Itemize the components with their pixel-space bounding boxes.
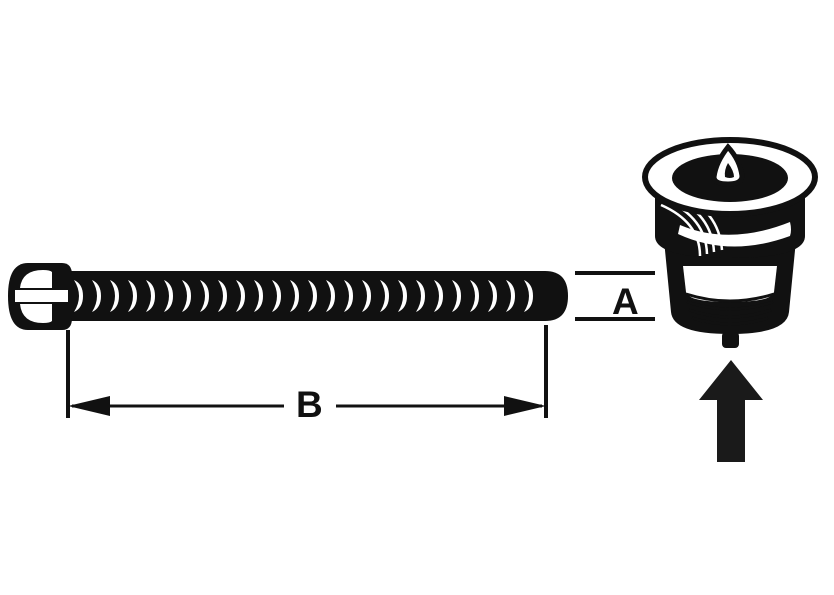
dimension-b-arrowhead-left (68, 396, 110, 416)
fitting-pull-tab-hole (724, 163, 734, 178)
fitting-bottom-stud (722, 332, 739, 348)
screw-part (8, 263, 568, 330)
screw-head-bevel-top (20, 270, 52, 288)
fitting-collar-highlight (678, 222, 791, 247)
screw-head-bevel-bottom (20, 304, 52, 323)
dimension-b-label: B (296, 384, 323, 425)
fitting-barrel-threads (685, 292, 775, 326)
screw-shank (55, 271, 568, 321)
dimension-a (575, 271, 655, 321)
fitting-barrel-face (683, 266, 777, 302)
dimension-a-label: A (612, 281, 639, 322)
fitting-part (642, 137, 818, 348)
assembly-direction-arrow (699, 360, 763, 462)
dimension-b (66, 325, 548, 418)
dimension-b-arrowhead-right (504, 396, 546, 416)
screw-head-slot (14, 290, 68, 302)
screw-threads (74, 280, 533, 312)
screw-head-slot-end (10, 290, 15, 302)
